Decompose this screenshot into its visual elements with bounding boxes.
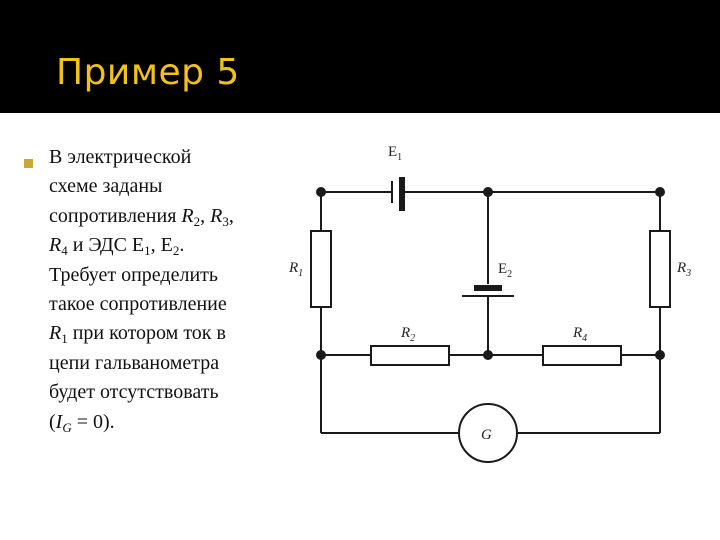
text-line-2: схеме заданы xyxy=(49,175,163,198)
junction-top-left xyxy=(316,187,326,197)
resistor-r2 xyxy=(370,345,450,366)
bullet-marker xyxy=(24,159,33,168)
text-line-10: (IG = 0). xyxy=(49,410,115,435)
label-r2: R2 xyxy=(400,325,415,344)
slide-title: Пример 5 xyxy=(56,52,240,93)
label-e2: E2 xyxy=(498,261,512,280)
label-e1: E1 xyxy=(388,144,402,163)
label-r4: R4 xyxy=(572,325,587,344)
galvanometer xyxy=(458,403,518,463)
junction-top-mid xyxy=(483,187,493,197)
label-galvanometer: G xyxy=(481,427,492,443)
text-line-3: сопротивления R2, R3, xyxy=(49,204,234,229)
junction-top-right xyxy=(655,187,665,197)
text-line-5: Требует определить xyxy=(49,263,219,286)
label-r1: R1 xyxy=(288,260,303,279)
resistor-r3 xyxy=(649,230,671,308)
junction-mid-right xyxy=(655,350,665,360)
resistor-r4 xyxy=(542,345,622,366)
label-r3: R3 xyxy=(676,260,691,279)
junction-mid-left xyxy=(316,350,326,360)
junction-mid-center xyxy=(483,350,493,360)
text-line-6: такое сопротивление xyxy=(49,293,227,316)
text-line-9: будет отсутствовать xyxy=(49,381,219,404)
text-line-1: В электрической xyxy=(49,146,192,168)
resistor-r1 xyxy=(310,230,332,308)
problem-statement: В электрической схеме заданы сопротивлен… xyxy=(49,143,294,437)
text-line-8: цепи гальванометра xyxy=(49,351,220,374)
slide-header: Пример 5 xyxy=(0,0,720,113)
text-line-4: R4 и ЭДС Е1, Е2. xyxy=(49,234,185,259)
text-line-7: R1 при котором ток в xyxy=(49,322,226,347)
